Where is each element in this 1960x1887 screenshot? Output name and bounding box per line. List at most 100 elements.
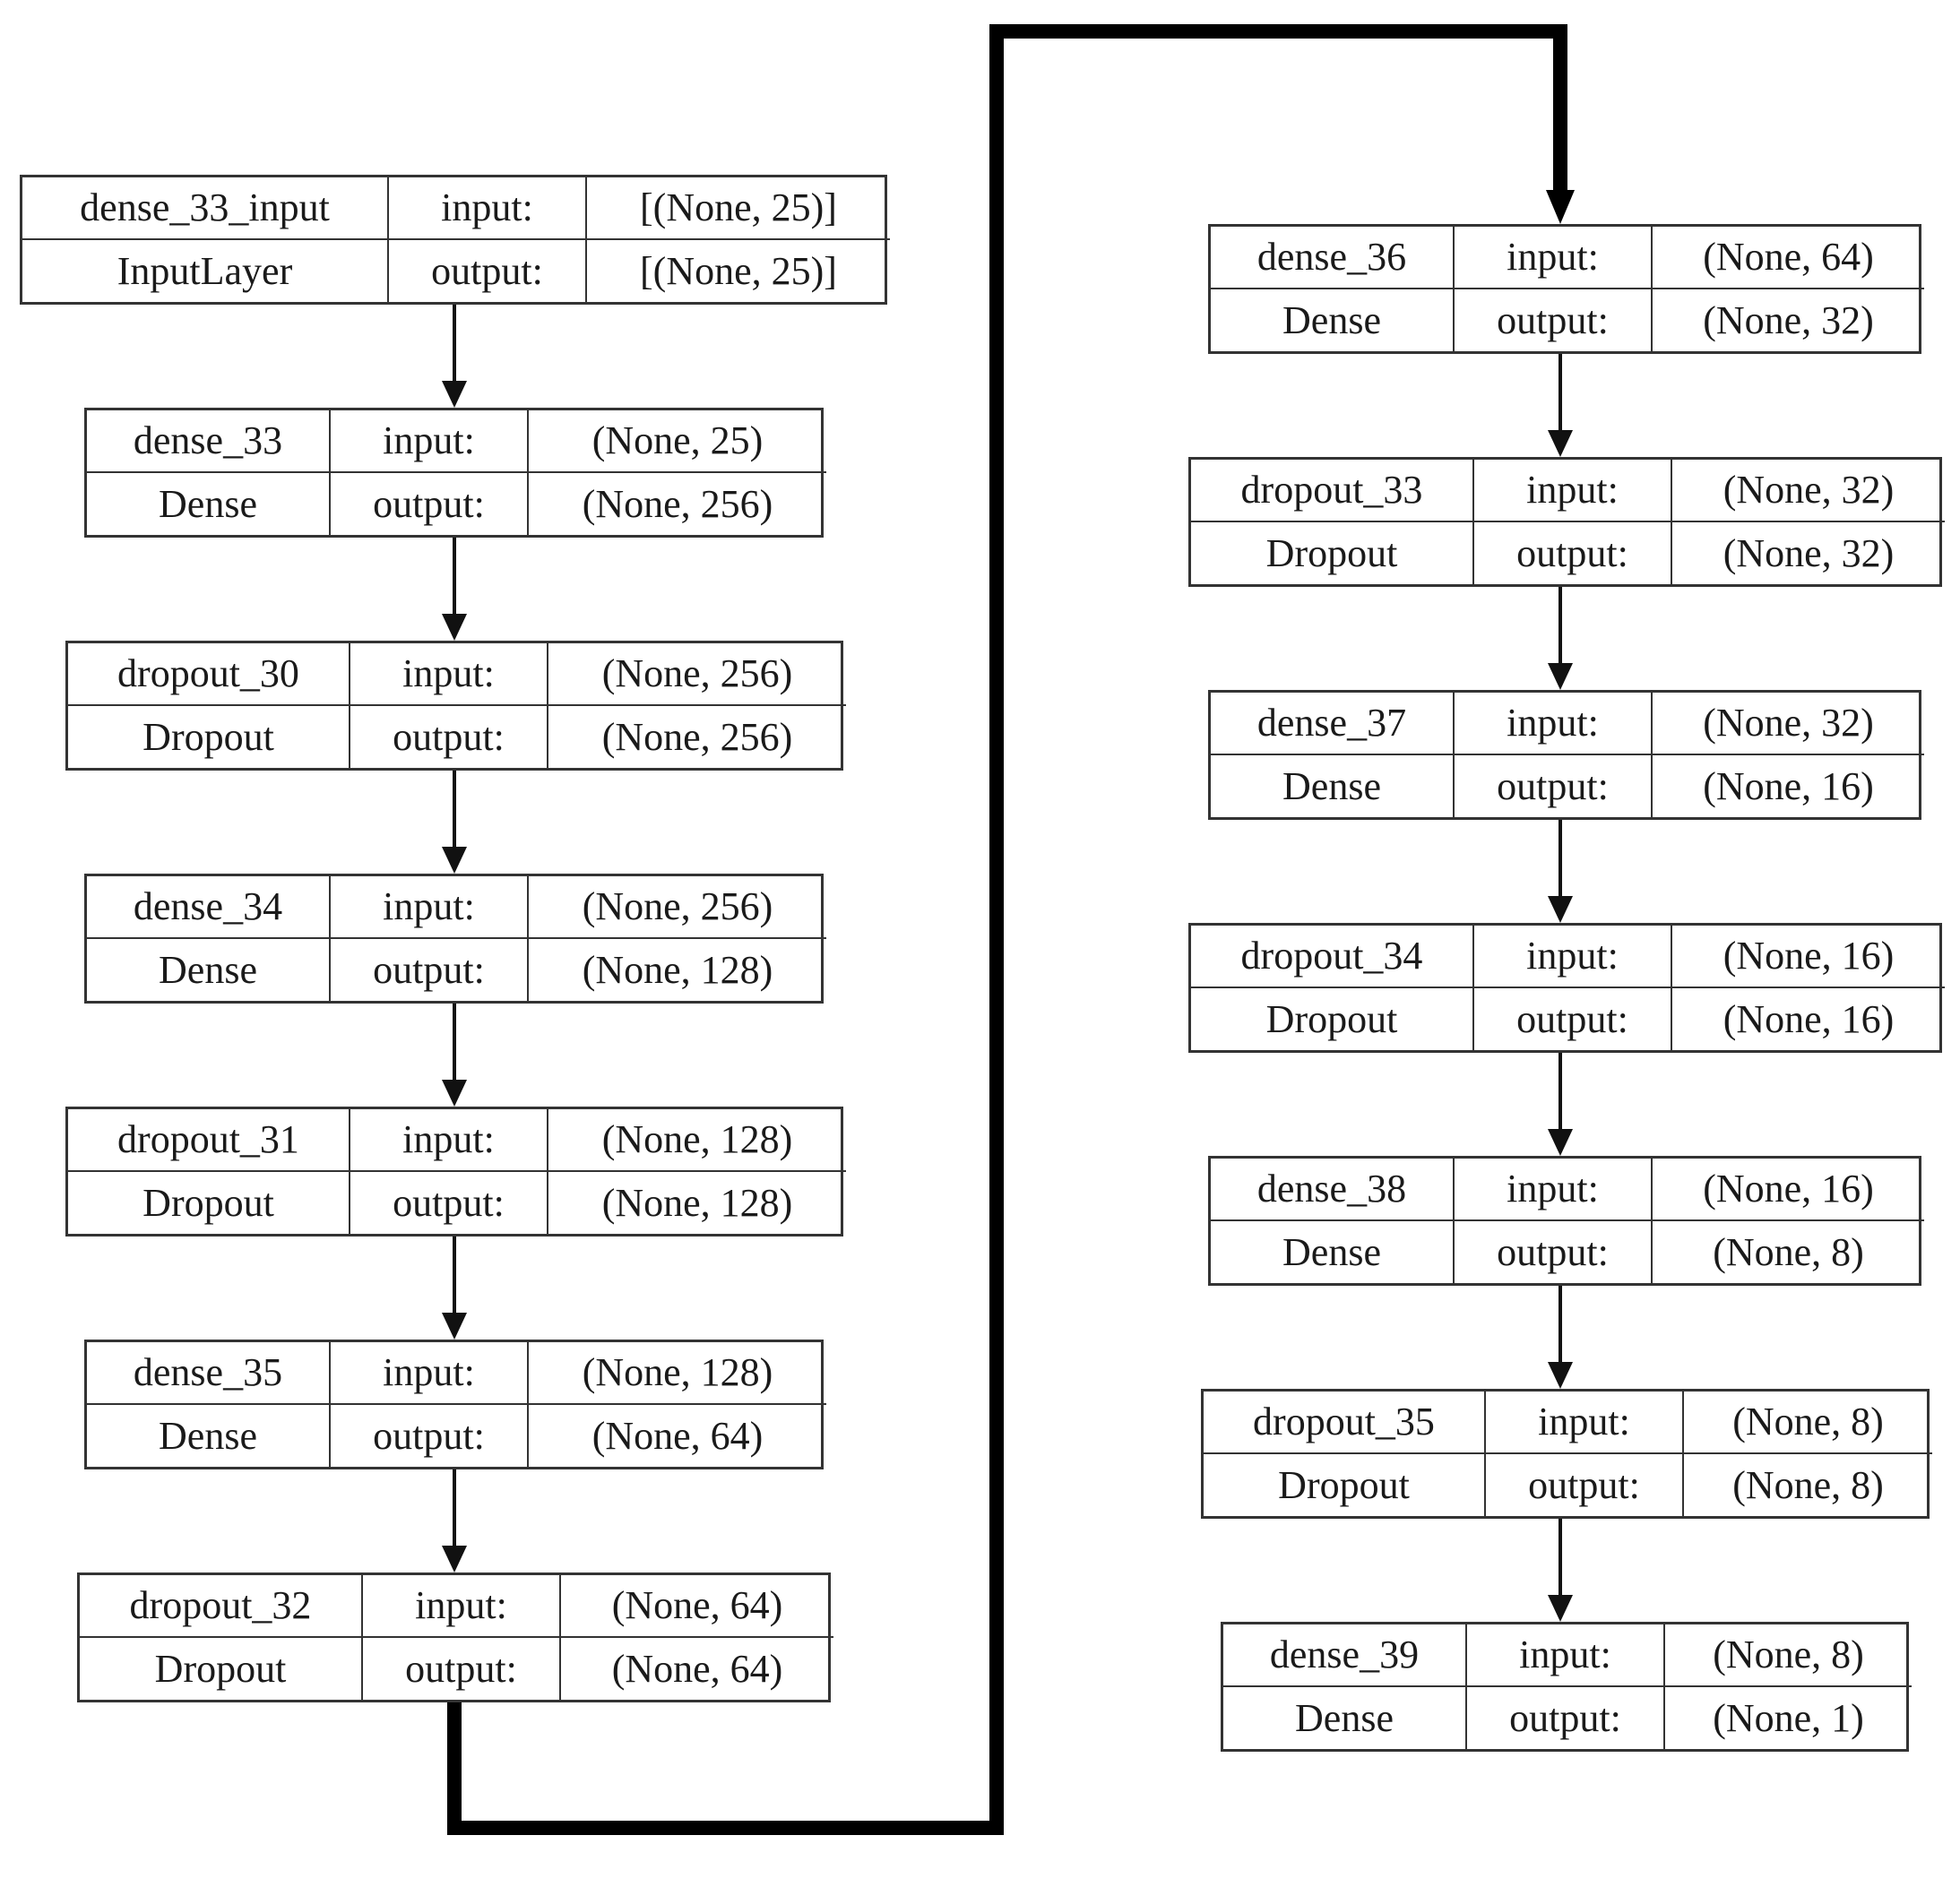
output-shape: (None, 1) bbox=[1713, 1695, 1864, 1740]
output-shape: (None, 64) bbox=[611, 1646, 783, 1691]
edge-11-arrowhead bbox=[1548, 1362, 1573, 1389]
layer-name: dropout_34 bbox=[1191, 926, 1474, 988]
output-label: output: bbox=[331, 938, 529, 1001]
input-label: input: bbox=[350, 1109, 548, 1172]
column-link-arrowhead bbox=[1546, 190, 1575, 224]
output-shape: (None, 32) bbox=[1723, 530, 1895, 575]
output-shape: [(None, 25)] bbox=[640, 248, 837, 293]
layer-type: Dropout bbox=[68, 705, 350, 768]
layer-type: Dense bbox=[87, 938, 331, 1001]
input-label: input: bbox=[350, 643, 548, 706]
edge-3-arrowhead bbox=[442, 1080, 467, 1107]
layer-type: Dense bbox=[87, 472, 331, 535]
output-label: output: bbox=[1455, 289, 1653, 351]
edge-10-arrowhead bbox=[1548, 1129, 1573, 1156]
layer-name: dense_37 bbox=[1211, 693, 1455, 755]
layer-name: dense_38 bbox=[1211, 1159, 1455, 1221]
input-label: input: bbox=[1455, 693, 1653, 755]
input-label: input: bbox=[331, 1342, 529, 1405]
layer-name: dense_34 bbox=[87, 876, 331, 939]
layer-type: Dropout bbox=[1191, 987, 1474, 1050]
layer-name: dropout_31 bbox=[68, 1109, 350, 1172]
layer-type: Dropout bbox=[1204, 1453, 1486, 1516]
input-label: input: bbox=[1455, 1159, 1653, 1221]
layer-name: dense_36 bbox=[1211, 227, 1455, 289]
edge-12-arrowhead bbox=[1548, 1595, 1573, 1622]
layer-name: dropout_30 bbox=[68, 643, 350, 706]
edge-4-arrowhead bbox=[442, 1313, 467, 1340]
input-label: input: bbox=[363, 1575, 561, 1638]
output-shape: (None, 8) bbox=[1732, 1462, 1884, 1507]
edge-7-arrowhead bbox=[1548, 430, 1573, 457]
layer-type: Dropout bbox=[1191, 521, 1474, 584]
input-shape: (None, 256) bbox=[548, 643, 846, 706]
input-shape: (None, 32) bbox=[1653, 693, 1924, 755]
input-shape: (None, 16) bbox=[1653, 1159, 1924, 1221]
layer-type: Dropout bbox=[80, 1637, 363, 1700]
output-label: output: bbox=[1467, 1686, 1665, 1749]
output-label: output: bbox=[331, 1404, 529, 1467]
layer-name: dropout_32 bbox=[80, 1575, 363, 1638]
output-shape: (None, 16) bbox=[1703, 763, 1874, 808]
input-label: input: bbox=[1467, 1624, 1665, 1687]
output-shape: (None, 64) bbox=[591, 1413, 764, 1458]
output-shape: (None, 16) bbox=[1723, 996, 1895, 1041]
edge-8-arrowhead bbox=[1548, 663, 1573, 690]
output-shape: (None, 128) bbox=[601, 1180, 793, 1225]
output-label: output: bbox=[363, 1637, 561, 1700]
output-shape: (None, 8) bbox=[1713, 1229, 1864, 1274]
layer-name: dense_33 bbox=[87, 410, 331, 473]
input-shape: (None, 64) bbox=[1653, 227, 1924, 289]
layer-type: Dense bbox=[87, 1404, 331, 1467]
layer-name: dropout_35 bbox=[1204, 1392, 1486, 1454]
input-shape: (None, 16) bbox=[1672, 926, 1945, 988]
input-shape: (None, 128) bbox=[529, 1342, 826, 1405]
input-shape: (None, 64) bbox=[561, 1575, 833, 1638]
layer-type: InputLayer bbox=[22, 239, 389, 302]
layer-type: Dense bbox=[1211, 754, 1455, 817]
input-shape: (None, 256) bbox=[529, 876, 826, 939]
output-label: output: bbox=[1455, 754, 1653, 817]
input-label: input: bbox=[1486, 1392, 1684, 1454]
input-shape: (None, 8) bbox=[1665, 1624, 1912, 1687]
edge-9-arrowhead bbox=[1548, 896, 1573, 923]
input-label: input: bbox=[1455, 227, 1653, 289]
input-label: input: bbox=[389, 177, 587, 240]
input-label: input: bbox=[1474, 460, 1672, 522]
output-label: output: bbox=[1486, 1453, 1684, 1516]
output-shape: (None, 128) bbox=[582, 947, 773, 992]
output-label: output: bbox=[1474, 987, 1672, 1050]
layer-type: Dense bbox=[1211, 289, 1455, 351]
output-label: output: bbox=[350, 705, 548, 768]
layer-name: dense_35 bbox=[87, 1342, 331, 1405]
output-label: output: bbox=[350, 1171, 548, 1234]
input-label: input: bbox=[1474, 926, 1672, 988]
input-shape: (None, 128) bbox=[548, 1109, 846, 1172]
output-shape: (None, 256) bbox=[601, 714, 793, 759]
input-shape: (None, 8) bbox=[1684, 1392, 1932, 1454]
input-shape: [(None, 25)] bbox=[587, 177, 890, 240]
output-label: output: bbox=[1455, 1220, 1653, 1283]
layer-type: Dense bbox=[1211, 1220, 1455, 1283]
input-label: input: bbox=[331, 410, 529, 473]
layer-type: Dropout bbox=[68, 1171, 350, 1234]
layer-name: dropout_33 bbox=[1191, 460, 1474, 522]
input-shape: (None, 25) bbox=[529, 410, 826, 473]
edge-1-arrowhead bbox=[442, 614, 467, 641]
column-link-connector bbox=[447, 24, 1567, 1835]
